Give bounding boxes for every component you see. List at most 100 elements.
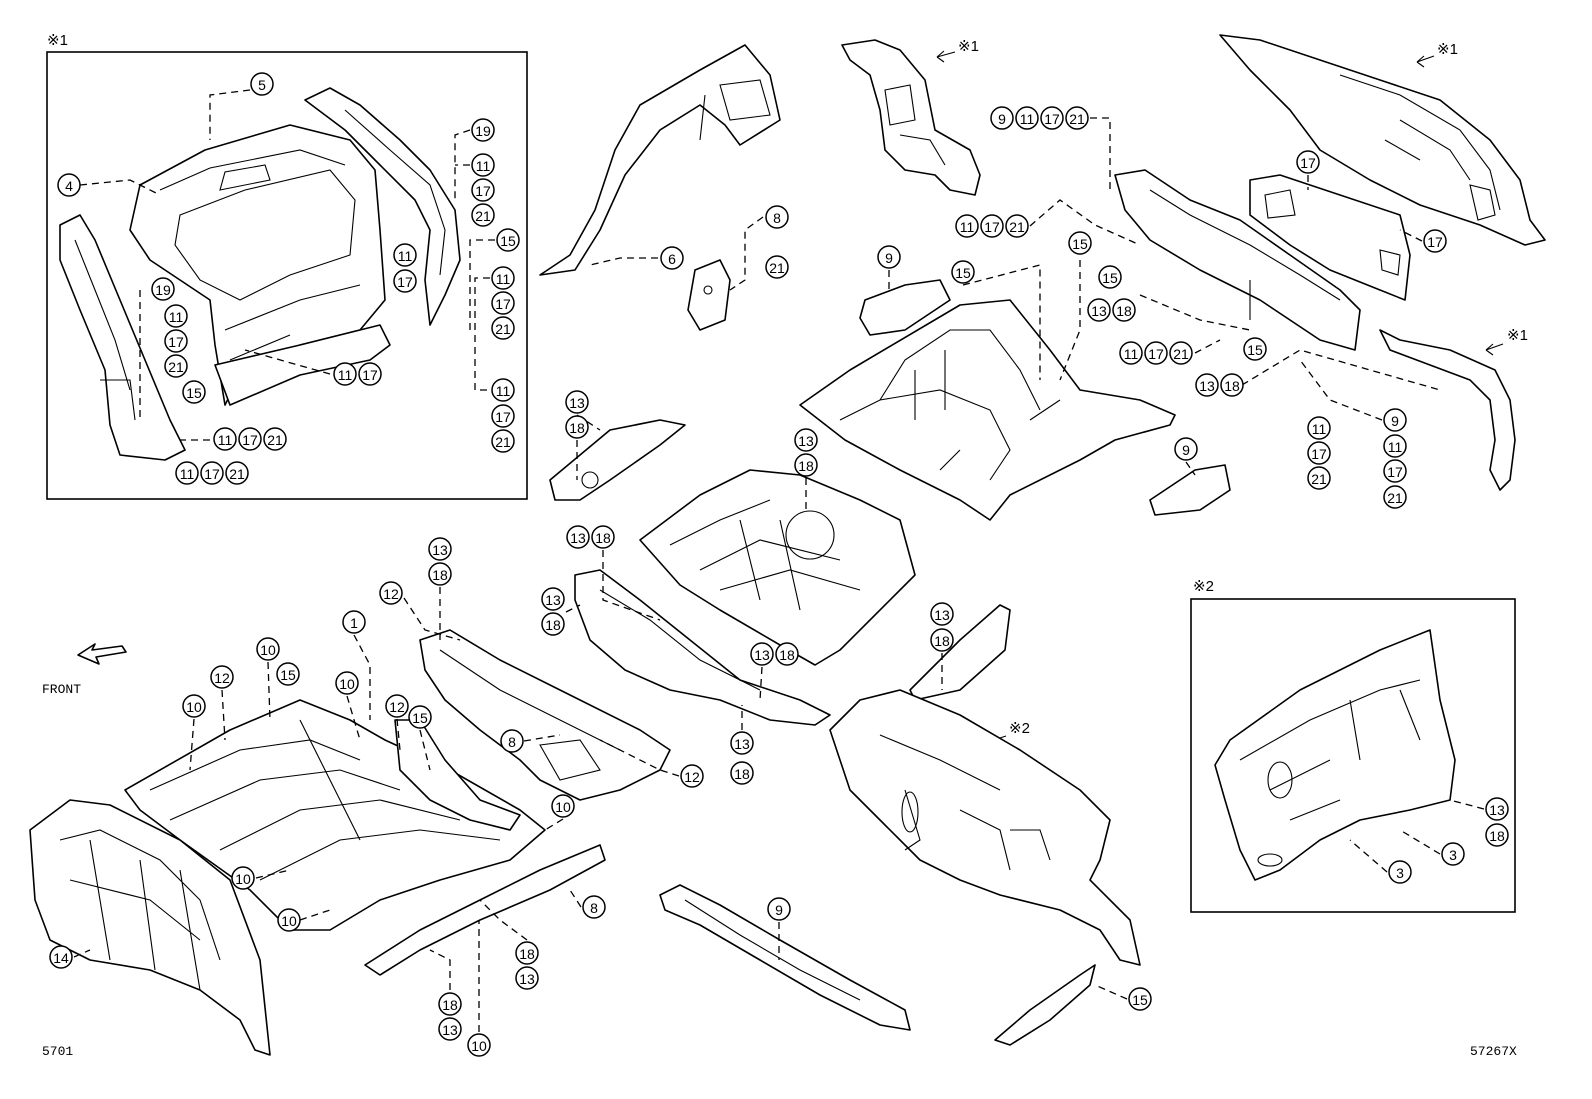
callout-13: 13 (565, 390, 589, 414)
callout-13: 13 (438, 1017, 462, 1041)
callout-circle (1040, 106, 1064, 130)
callout-number: 12 (684, 769, 700, 785)
callout-10: 10 (256, 637, 280, 661)
callout-number: 17 (1300, 155, 1316, 171)
callout-circle (1383, 485, 1407, 509)
callout-circle (393, 243, 417, 267)
floor-cross-member-13 (549, 419, 686, 501)
callout-number: 21 (475, 208, 491, 224)
callout-13: 13 (1195, 373, 1219, 397)
callout-3: 3 (1441, 842, 1465, 866)
callout-number: 17 (1148, 346, 1164, 362)
callout-number: 17 (984, 219, 1000, 235)
callout-circle (491, 316, 515, 340)
callout-circle (1005, 214, 1029, 238)
callout-13: 13 (730, 731, 754, 755)
callout-number: 15 (955, 265, 971, 281)
callout-21: 21 (471, 203, 495, 227)
callout-circle (582, 895, 606, 919)
callout-number: 11 (338, 367, 353, 383)
callout-number: 10 (235, 871, 251, 887)
callout-number: 21 (1069, 111, 1085, 127)
callout-17: 17 (164, 329, 188, 353)
rear-floor-side-member (574, 569, 831, 726)
callout-number: 17 (204, 466, 220, 482)
callout-number: 10 (555, 799, 571, 815)
callout-number: 15 (412, 710, 428, 726)
callout-number: 19 (155, 282, 171, 298)
callout-9: 9 (1383, 408, 1407, 432)
callout-circle (471, 118, 495, 142)
ref1-marker-shelf: ※1 (1437, 41, 1458, 58)
front-label: FRONT (42, 682, 81, 697)
callout-17: 17 (358, 362, 382, 386)
callout-number: 15 (1072, 236, 1088, 252)
callout-circle (379, 581, 403, 605)
callout-number: 11 (398, 248, 413, 264)
callout-circle (930, 628, 954, 652)
callout-number: 11 (496, 383, 511, 399)
callout-17: 17 (980, 214, 1004, 238)
callout-11: 11 (1119, 341, 1143, 365)
callout-number: 18 (442, 997, 458, 1013)
callout-13: 13 (930, 602, 954, 626)
callout-circle (250, 72, 274, 96)
callout-circle (276, 662, 300, 686)
callout-13: 13 (750, 642, 774, 666)
callout-13: 13 (1485, 797, 1509, 821)
callout-number: 13 (934, 607, 950, 623)
floor-bracket-13-right (909, 604, 1011, 701)
callout-number: 3 (1449, 847, 1457, 863)
ref1-marker-pillar: ※1 (958, 38, 979, 55)
callout-circle (151, 277, 175, 301)
callout-circle (1098, 265, 1122, 289)
callout-11: 11 (1307, 416, 1331, 440)
callout-circle (930, 602, 954, 626)
callout-circle (990, 106, 1014, 130)
callout-10: 10 (335, 671, 359, 695)
callout-circle (767, 897, 791, 921)
callout-number: 10 (471, 1038, 487, 1054)
callout-number: 5 (258, 77, 266, 93)
callout-circle (541, 587, 565, 611)
callout-11: 11 (955, 214, 979, 238)
callout-11: 11 (491, 378, 515, 402)
callout-17: 17 (1383, 459, 1407, 483)
callout-circle (182, 694, 206, 718)
callout-number: 18 (595, 530, 611, 546)
bracket-9-lower (1149, 464, 1231, 516)
callout-circle (1128, 987, 1152, 1011)
callout-number: 17 (495, 296, 511, 312)
callout-number: 15 (500, 233, 516, 249)
callout-10: 10 (467, 1033, 491, 1057)
callout-11: 11 (393, 243, 417, 267)
callout-number: 15 (280, 667, 296, 683)
callout-number: 17 (495, 409, 511, 425)
callout-14: 14 (49, 945, 73, 969)
callout-18: 18 (1220, 373, 1244, 397)
diagram-code-right: 57267X (1470, 1044, 1517, 1059)
callout-number: 10 (339, 676, 355, 692)
callout-circle (491, 429, 515, 453)
callout-number: 1 (350, 615, 358, 631)
callout-19: 19 (471, 118, 495, 142)
callout-number: 21 (495, 434, 511, 450)
callout-number: 21 (267, 432, 283, 448)
callout-circle (333, 362, 357, 386)
callout-circle (1441, 842, 1465, 866)
pointer-arrow (1485, 343, 1504, 356)
callout-number: 17 (397, 274, 413, 290)
callout-number: 21 (1009, 219, 1025, 235)
callout-circle (428, 537, 452, 561)
callout-circle (238, 427, 262, 451)
ref1-marker-side: ※1 (1507, 327, 1528, 344)
callout-number: 8 (773, 210, 781, 226)
callout-circle (565, 415, 589, 439)
callout-number: 15 (1132, 992, 1148, 1008)
callout-number: 13 (1199, 378, 1215, 394)
callout-18: 18 (591, 525, 615, 549)
callout-number: 17 (1311, 446, 1327, 462)
callout-number: 21 (1311, 471, 1327, 487)
callout-circle (491, 378, 515, 402)
